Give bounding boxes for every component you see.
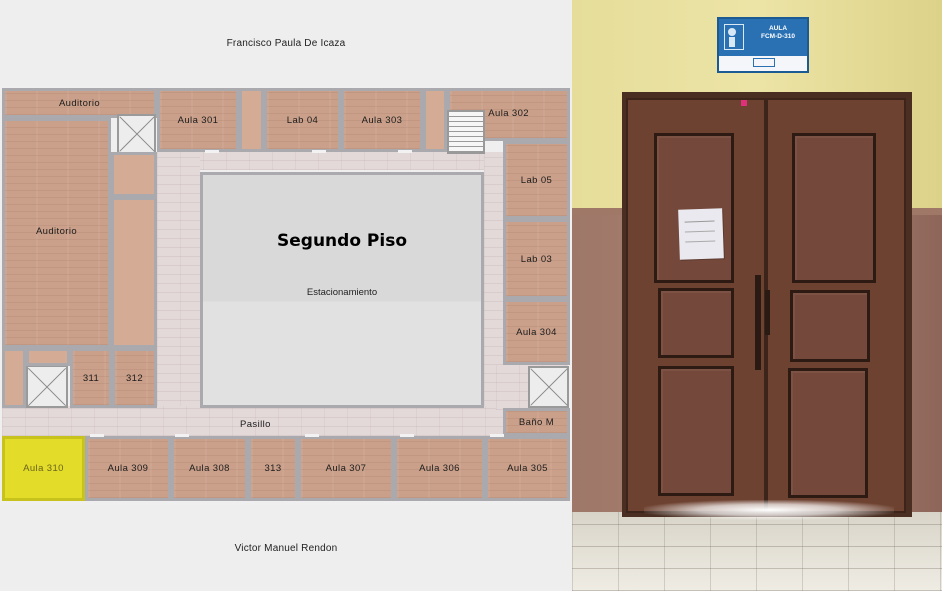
room-label: Aula 305 bbox=[507, 463, 548, 474]
room-label: 313 bbox=[264, 463, 282, 474]
room-label: Aula 303 bbox=[361, 114, 403, 126]
room-aula-308[interactable]: Aula 308 bbox=[171, 436, 248, 501]
faculty-logo-icon bbox=[753, 58, 775, 67]
room-label: Baño M bbox=[518, 416, 555, 428]
room-label: Aula 309 bbox=[107, 463, 149, 474]
room-label: Auditorio bbox=[35, 226, 78, 237]
elevator-shaft-left bbox=[26, 365, 68, 408]
room-label: Aula 307 bbox=[325, 463, 367, 474]
sign-title: AULA bbox=[768, 25, 788, 32]
room-label: Lab 05 bbox=[520, 174, 553, 186]
room-aula-309[interactable]: Aula 309 bbox=[85, 436, 171, 501]
door bbox=[90, 434, 104, 437]
room-label: Aula 310 bbox=[23, 463, 64, 474]
room-auditorio-right-part bbox=[111, 197, 157, 348]
elevator-shaft-top bbox=[117, 114, 156, 154]
door-panel bbox=[658, 366, 734, 496]
staircase bbox=[447, 110, 485, 154]
street-label-top: Francisco Paula De Icaza bbox=[0, 0, 572, 86]
room-bano-m[interactable]: Baño M bbox=[503, 408, 570, 436]
classroom-sign: AULA FCM-D-310 bbox=[717, 17, 809, 73]
corridor-label: Pasillo bbox=[240, 419, 271, 430]
room-small-left bbox=[2, 348, 26, 408]
door-panel bbox=[792, 133, 876, 283]
door-leaf-left[interactable] bbox=[626, 98, 766, 513]
door bbox=[205, 150, 219, 153]
room-aula-303[interactable]: Aula 303 bbox=[341, 88, 423, 152]
door bbox=[400, 434, 414, 437]
door bbox=[398, 150, 412, 153]
room-label: Auditorio bbox=[58, 97, 101, 109]
room-label: Aula 306 bbox=[419, 463, 460, 474]
room-lab-05[interactable]: Lab 05 bbox=[503, 141, 570, 219]
room-aula-304[interactable]: Aula 304 bbox=[503, 299, 570, 365]
corridor-left bbox=[157, 152, 200, 410]
door bbox=[305, 434, 319, 437]
door-handle[interactable] bbox=[755, 275, 761, 370]
door-handle[interactable] bbox=[765, 290, 770, 335]
room-aula-310-highlighted[interactable]: Aula 310 bbox=[2, 436, 85, 501]
corridor-top bbox=[157, 152, 504, 170]
tiled-floor bbox=[572, 512, 942, 591]
room-storage-top-2 bbox=[423, 88, 447, 152]
room-auditorio-top[interactable]: Auditorio bbox=[2, 88, 157, 118]
door-panel bbox=[658, 288, 734, 358]
room-auditorio-annex bbox=[111, 152, 157, 197]
corridor-bottom bbox=[2, 406, 504, 436]
room-aula-305[interactable]: Aula 305 bbox=[485, 436, 570, 501]
room-small-above-shaft bbox=[26, 348, 70, 366]
room-aula-307[interactable]: Aula 307 bbox=[298, 436, 394, 501]
paper-notice bbox=[678, 208, 724, 260]
room-label: 312 bbox=[125, 372, 144, 384]
room-label: Aula 301 bbox=[177, 114, 219, 126]
room-313[interactable]: 313 bbox=[248, 436, 298, 501]
parking-label: Estacionamiento bbox=[306, 287, 378, 298]
room-label: Aula 304 bbox=[516, 326, 557, 338]
light-under-door bbox=[644, 500, 894, 520]
room-auditorio-main[interactable]: Auditorio bbox=[2, 118, 111, 348]
classroom-door-photo: AULA FCM-D-310 bbox=[572, 0, 942, 591]
door-panel bbox=[790, 290, 870, 362]
door bbox=[312, 150, 326, 153]
room-label: 311 bbox=[82, 372, 100, 384]
floor-plan: Francisco Paula De Icaza Victor Manuel R… bbox=[0, 0, 572, 591]
room-lab-03[interactable]: Lab 03 bbox=[503, 219, 570, 299]
street-label-bottom: Victor Manuel Rendon bbox=[0, 505, 572, 591]
door-panel bbox=[788, 368, 868, 498]
room-lab-04[interactable]: Lab 04 bbox=[264, 88, 341, 152]
room-label: Lab 04 bbox=[286, 114, 319, 126]
room-312[interactable]: 312 bbox=[112, 348, 157, 408]
room-311[interactable]: 311 bbox=[70, 348, 112, 408]
room-label: Aula 308 bbox=[189, 463, 230, 474]
classroom-sign-icon bbox=[724, 24, 744, 50]
door-leaf-right[interactable] bbox=[766, 98, 906, 513]
room-label: Lab 03 bbox=[520, 253, 553, 265]
room-storage-top bbox=[239, 88, 264, 152]
room-aula-306[interactable]: Aula 306 bbox=[394, 436, 485, 501]
elevator-shaft-right bbox=[528, 366, 569, 408]
floor-title: Segundo Piso bbox=[277, 231, 407, 251]
room-label: Aula 302 bbox=[488, 108, 529, 119]
room-aula-301[interactable]: Aula 301 bbox=[157, 88, 239, 152]
parking-area: Segundo Piso Estacionamiento bbox=[200, 172, 484, 408]
door bbox=[175, 434, 189, 437]
sticker bbox=[741, 100, 747, 106]
door bbox=[490, 434, 504, 437]
sign-code: FCM-D-310 bbox=[761, 33, 795, 40]
corridor-right bbox=[484, 152, 504, 410]
